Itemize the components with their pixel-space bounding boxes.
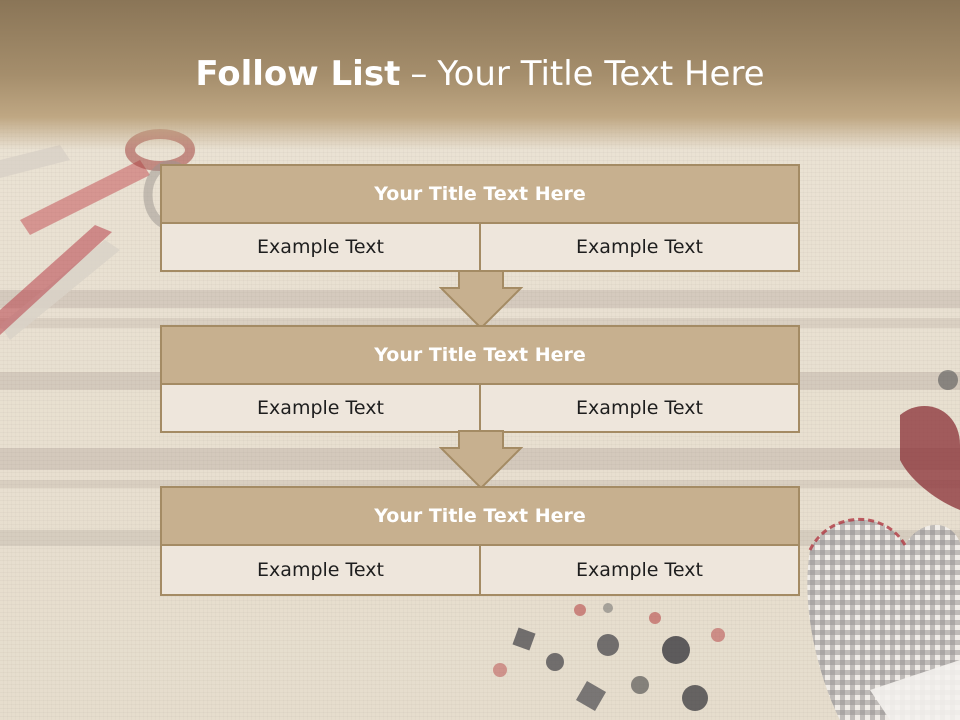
block-title: Your Title Text Here: [162, 166, 798, 224]
block-row: Example Text Example Text: [162, 385, 798, 431]
slide-header: [0, 0, 960, 150]
title-separator: –: [410, 54, 428, 94]
block-cell-left: Example Text: [257, 236, 384, 258]
buttons-decoration: [493, 603, 725, 712]
block-title: Your Title Text Here: [162, 488, 798, 546]
block-cell-right: Example Text: [479, 546, 798, 594]
title-rest: Your Title Text Here: [437, 54, 765, 94]
block-cell-right: Example Text: [479, 224, 798, 270]
block-title: Your Title Text Here: [162, 327, 798, 385]
list-block: Your Title Text Here Example Text Exampl…: [160, 164, 800, 272]
slide-title: Follow List–Your Title Text Here: [0, 54, 960, 94]
heart-pincushion-icon: [807, 370, 960, 720]
scissors-icon: [0, 129, 197, 340]
down-arrow-icon: [439, 270, 523, 330]
block-cell-right: Example Text: [479, 385, 798, 431]
down-arrow-icon: [439, 430, 523, 490]
block-cell-left: Example Text: [257, 559, 384, 581]
list-block: Your Title Text Here Example Text Exampl…: [160, 486, 800, 596]
block-row: Example Text Example Text: [162, 224, 798, 270]
block-row: Example Text Example Text: [162, 546, 798, 594]
list-block: Your Title Text Here Example Text Exampl…: [160, 325, 800, 433]
block-cell-left: Example Text: [257, 397, 384, 419]
title-bold: Follow List: [195, 54, 401, 94]
